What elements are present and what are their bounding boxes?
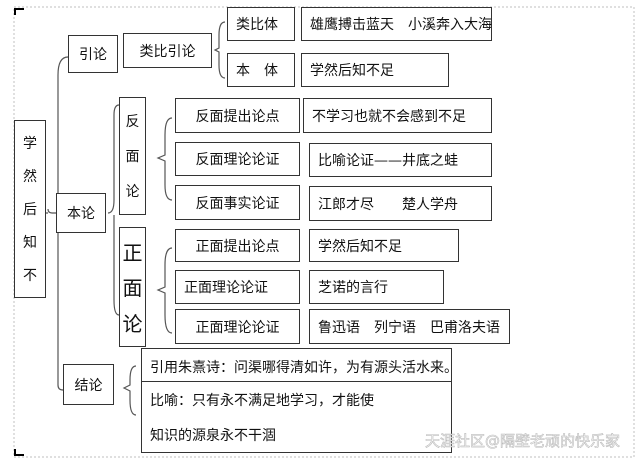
row-content: 江郎才尽 楚人学舟: [318, 196, 458, 213]
body-box: 本论: [56, 193, 106, 233]
row-label: 正面理论论证: [195, 319, 280, 336]
positive-row-content: 鲁迅语 列宁语 巴甫洛夫语: [309, 309, 510, 344]
analogy-content-box: 雄鹰搏击蓝天 小溪奔入大海: [301, 7, 492, 41]
title-box: 学 然 后 知 不: [14, 120, 46, 298]
row-content: 鲁迅语 列宁语 巴甫洛夫语: [318, 319, 500, 336]
negative-row-label: 反面提出论点: [175, 98, 300, 133]
conclusion-content-box: 引用朱熹诗：问渠哪得清如许，为有源头活水来。 比喻：只有永不满足地学习，才能使 …: [141, 348, 458, 453]
positive-row-content: 学然后知不足: [309, 229, 459, 262]
positive-box: 正 面 论: [119, 227, 146, 347]
title-char: 不: [23, 267, 37, 284]
conclusion-line: 比喻：只有永不满足地学习，才能使: [150, 393, 374, 409]
negative-char: 反: [125, 114, 140, 131]
positive-row-label: 正面理论论证: [175, 270, 300, 304]
positive-row-label: 正面提出论点: [175, 229, 300, 262]
positive-char: 论: [122, 311, 143, 336]
row-content: 学然后知不足: [318, 238, 402, 255]
negative-row-content: 江郎才尽 楚人学舟: [309, 186, 492, 221]
row-content: 雄鹰搏击蓝天 小溪奔入大海: [310, 17, 492, 33]
row-label: 反面提出论点: [195, 108, 280, 125]
subject-content-box: 学然后知不足: [301, 53, 449, 87]
row-content: 芝诺的言行: [318, 280, 388, 296]
title-char: 学: [23, 136, 37, 153]
conclusion-line: 引用朱熹诗：问渠哪得清如许，为有源头活水来。: [150, 360, 458, 376]
positive-char: 面: [122, 276, 143, 301]
row-content: 不学习也就不会感到不足: [312, 108, 466, 125]
negative-row-content: 比喻论证——井底之蛙: [309, 143, 492, 177]
row-label: 本 体: [236, 63, 278, 79]
negative-row-label: 反面理论论证: [175, 142, 300, 176]
negative-row-content: 不学习也就不会感到不足: [303, 98, 492, 133]
watermark: 天涯社区@隔壁老顽的快乐家: [425, 432, 621, 451]
negative-box: 反 面 论: [119, 97, 146, 215]
title-char: 然: [23, 169, 37, 186]
brace-conclusion: [122, 365, 137, 416]
conclusion-line: 知识的源泉永不干涸: [150, 428, 276, 444]
positive-row-label: 正面理论论证: [175, 309, 300, 344]
conclusion-quote: 引用朱熹诗：问渠哪得清如许，为有源头活水来。: [142, 349, 458, 382]
row-label: 类比体: [236, 17, 278, 33]
title-char: 后: [23, 201, 37, 218]
negative-row-label: 反面事实论证: [175, 185, 300, 220]
row-label: 正面理论论证: [184, 280, 268, 296]
brace-intro: [213, 21, 226, 79]
conclusion-metaphor: 比喻：只有永不满足地学习，才能使: [142, 382, 374, 418]
brace-positive: [156, 247, 173, 334]
intro-label: 引论: [79, 47, 107, 63]
negative-char: 论: [125, 183, 140, 200]
positive-char: 正: [122, 241, 143, 266]
negative-char: 面: [125, 148, 140, 165]
subject-label-box: 本 体: [227, 53, 295, 87]
intro-method-box: 类比引论: [123, 33, 212, 68]
positive-row-content: 芝诺的言行: [309, 270, 444, 304]
intro-box: 引论: [68, 35, 118, 73]
intro-method: 类比引论: [139, 43, 196, 60]
row-content: 比喻论证——井底之蛙: [318, 153, 458, 169]
conclusion-metaphor-cont: 知识的源泉永不干涸: [142, 418, 276, 452]
brace-negative: [156, 117, 173, 201]
title-char: 知: [23, 234, 37, 251]
analogy-label-box: 类比体: [227, 7, 295, 41]
row-label: 正面提出论点: [195, 238, 280, 255]
body-label: 本论: [67, 206, 95, 222]
conclusion-label: 结论: [74, 377, 103, 394]
row-label: 反面事实论证: [195, 195, 280, 212]
conclusion-box: 结论: [63, 364, 114, 405]
row-content: 学然后知不足: [310, 63, 394, 79]
row-label: 反面理论论证: [195, 152, 280, 168]
